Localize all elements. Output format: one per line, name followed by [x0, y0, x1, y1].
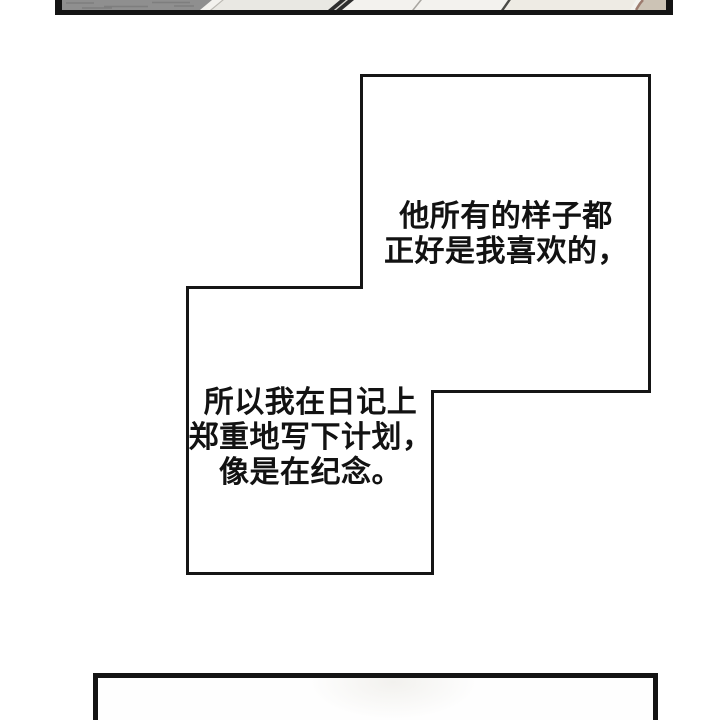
panel-art-pole-line-right [336, 0, 354, 10]
speech-bubble-outline [186, 74, 651, 575]
panel-art-thin-wall-line [412, 0, 422, 10]
panel-art-background [62, 0, 666, 10]
narration-line: 他所有的样子都 [399, 200, 613, 233]
panel-art-ground-texture [66, 1, 194, 9]
panel-art-pole-gap [334, 0, 348, 10]
narration-line: 正好是我喜欢的， [384, 235, 628, 268]
top-panel-art [62, 0, 666, 10]
panel-art-offwhite-area [212, 0, 340, 10]
bottom-comic-panel [93, 673, 658, 720]
narration-line: 所以我在日记上 [203, 385, 418, 419]
narration-line: 郑重地写下计划， [188, 420, 433, 454]
panel-art-pole-line-left [328, 0, 346, 10]
narration-text-block-2: 所以我在日记上 郑重地写下计划， 像是在纪念。 [188, 290, 433, 572]
narration-line: 像是在纪念。 [219, 455, 402, 489]
panel-art-tan-object-edge [634, 0, 644, 10]
panel-art-faint-shape [308, 678, 478, 720]
top-comic-panel [55, 0, 673, 15]
panel-art-dark-wall-line [501, 0, 511, 10]
panel-art-tan-object [636, 0, 666, 10]
panel-art-ground-edge-line [210, 0, 224, 10]
narration-text-block-1: 他所有的样子都 正好是我喜欢的， [364, 78, 648, 390]
panel-art-warm-area [504, 0, 636, 10]
